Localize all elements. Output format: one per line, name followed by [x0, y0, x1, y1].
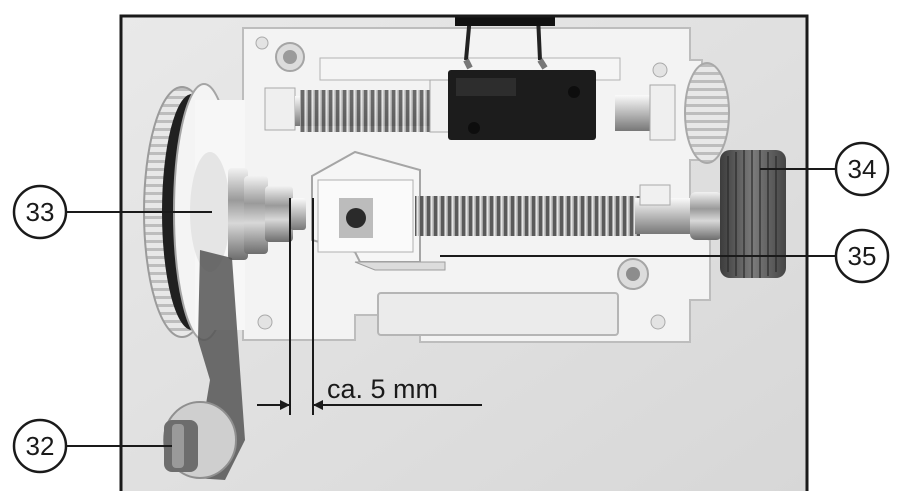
callout-35: 35	[834, 228, 890, 284]
hub	[228, 168, 306, 260]
svg-text:32: 32	[26, 431, 55, 461]
dimension-indicator	[257, 198, 482, 415]
svg-text:34: 34	[848, 154, 877, 184]
photo-area	[121, 16, 807, 491]
svg-text:35: 35	[848, 241, 877, 271]
adjusting-knob	[720, 150, 786, 278]
callout-34: 34	[834, 141, 890, 197]
svg-text:33: 33	[26, 197, 55, 227]
photo-border	[119, 14, 809, 491]
dimension-label: ca. 5 mm	[327, 374, 438, 404]
callout-33: 33	[12, 184, 68, 240]
callout-32: 32	[12, 418, 68, 474]
